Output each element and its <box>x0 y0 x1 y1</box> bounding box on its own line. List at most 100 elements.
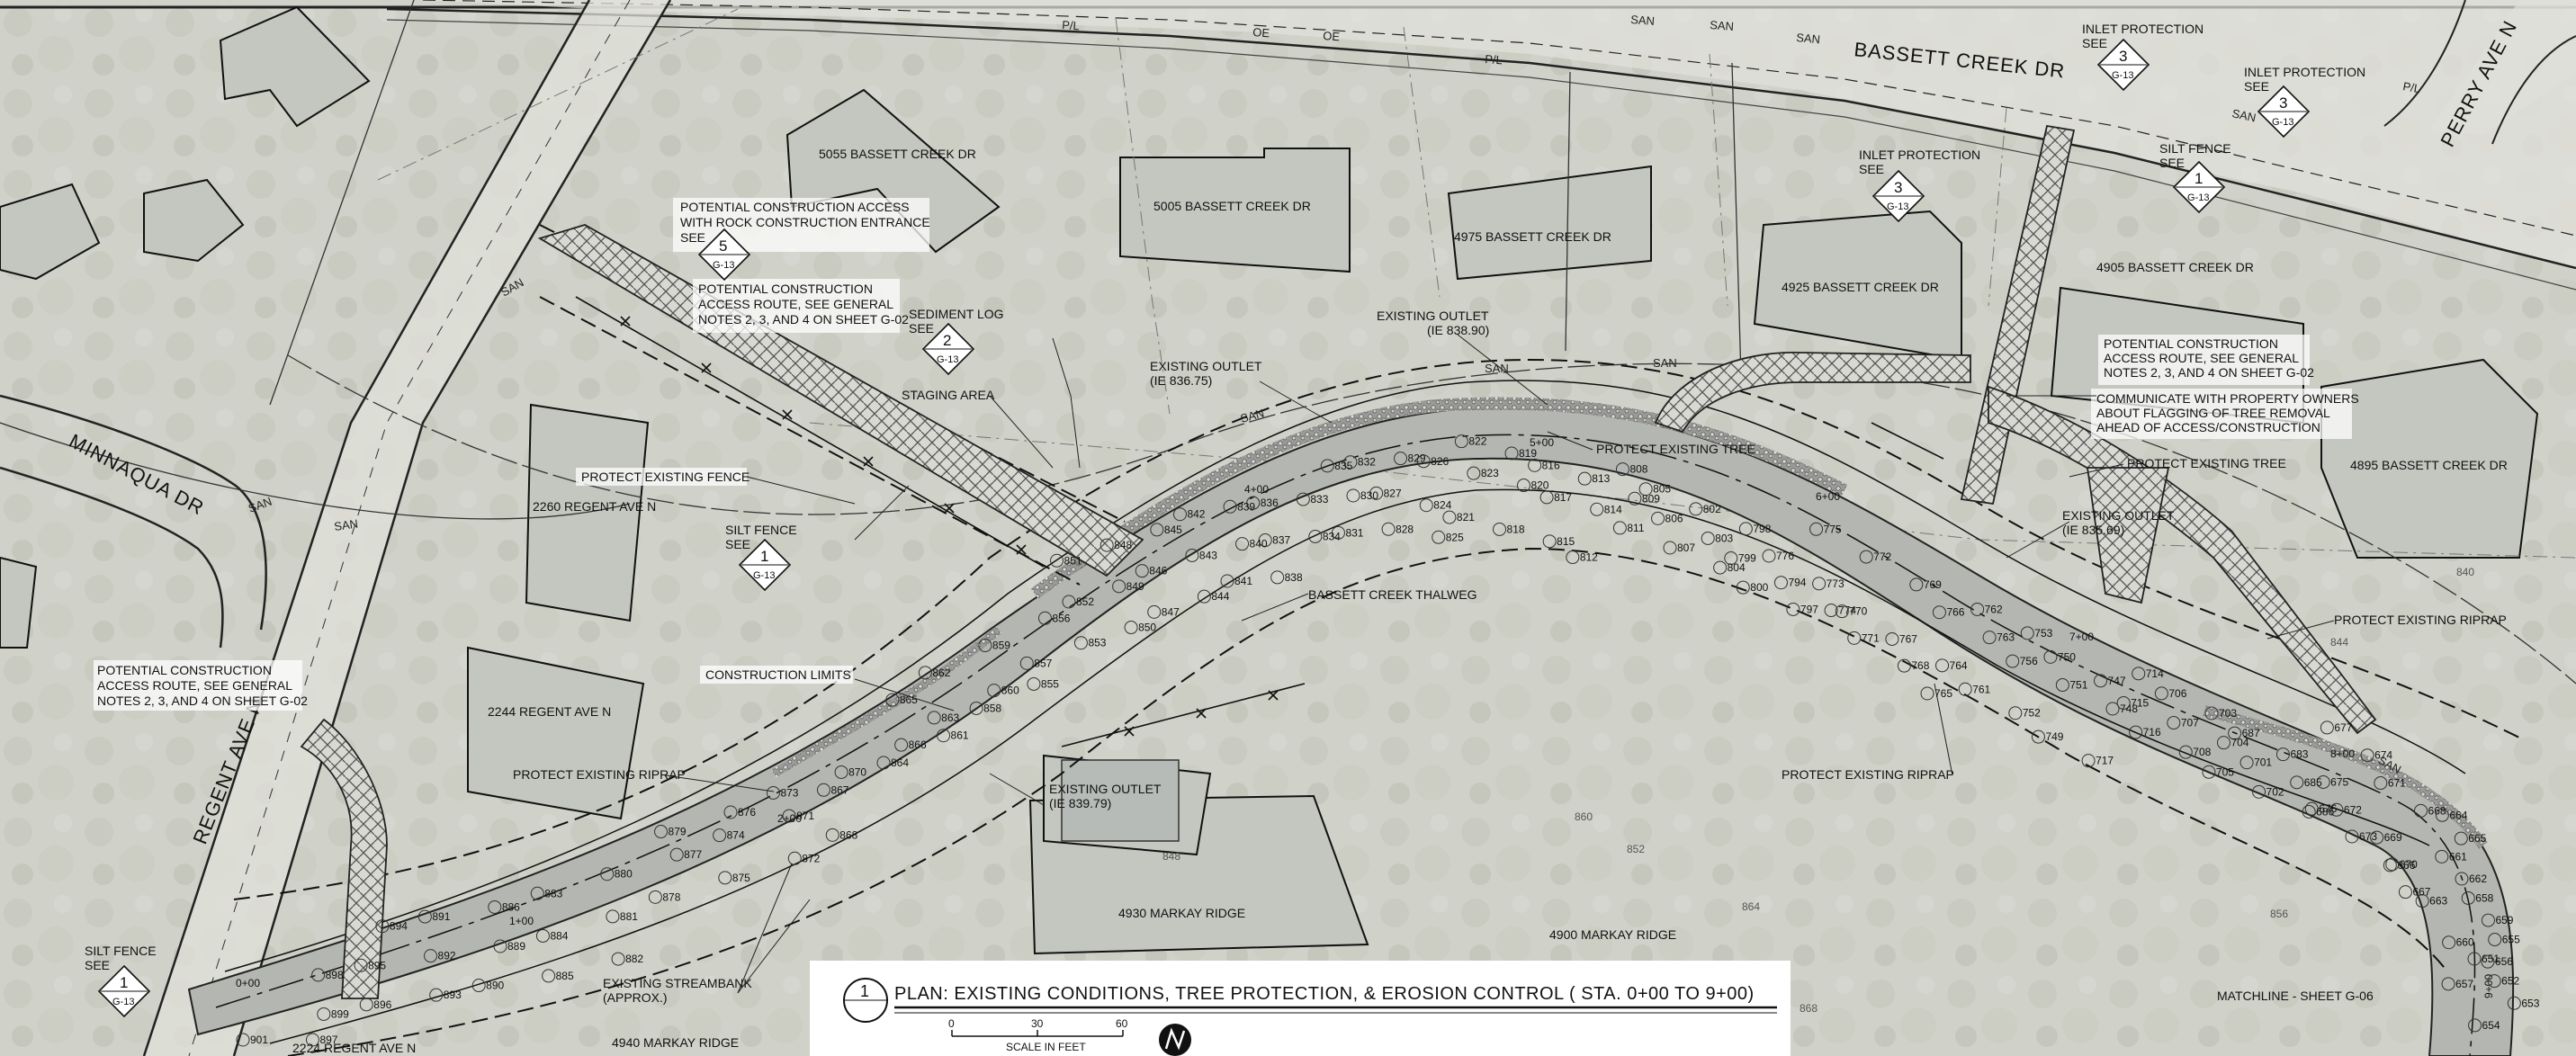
tree-number-label: 798 <box>1753 523 1771 535</box>
utility-san-label: SAN <box>1239 406 1266 425</box>
tree-marker: 820 <box>1516 479 1549 493</box>
tree-symbol-icon <box>1689 502 1703 516</box>
tree-symbol-icon <box>1786 602 1800 616</box>
tree-symbol-icon <box>1147 604 1162 619</box>
tree-symbol-icon <box>1223 499 1237 514</box>
tree-symbol-icon <box>1612 521 1627 535</box>
contour-label: 864 <box>1742 900 1760 913</box>
tree-number-label: 879 <box>669 826 687 838</box>
tree-symbol-icon <box>1296 492 1310 506</box>
tree-marker: 822 <box>1454 434 1487 449</box>
tree-marker: 716 <box>2129 725 2161 739</box>
tree-number-label: 716 <box>2143 726 2161 738</box>
tree-number-label: 876 <box>738 806 756 819</box>
tree-number-label: 829 <box>1408 452 1426 465</box>
tree-marker: 675 <box>2316 774 2349 789</box>
tree-marker: 658 <box>2461 890 2494 905</box>
tree-marker: 851 <box>1050 553 1082 568</box>
tree-marker: 683 <box>2275 747 2309 762</box>
tree-symbol-icon <box>471 979 486 993</box>
tree-symbol-icon <box>2129 725 2143 739</box>
tree-number-label: 806 <box>1665 512 1683 524</box>
tree-marker: 655 <box>2488 933 2520 947</box>
tree-symbol-icon <box>1970 602 1985 616</box>
contour-label: 860 <box>1575 810 1593 823</box>
detail-sheet: G-13 <box>1887 201 1908 212</box>
tree-marker: 861 <box>937 729 969 743</box>
tree-number-label: 847 <box>1162 605 1180 618</box>
tree-number-label: 802 <box>1703 503 1721 515</box>
tree-symbol-icon <box>1416 454 1431 469</box>
tree-symbol-icon <box>978 639 992 653</box>
tree-symbol-icon <box>1100 538 1114 552</box>
tree-symbol-icon <box>2031 729 2045 744</box>
utility-pl-label: P/L <box>2401 79 2421 95</box>
detail-number: 3 <box>2279 94 2287 112</box>
tree-number-label: 861 <box>951 729 969 742</box>
tree-marker: 668 <box>2414 803 2446 818</box>
tree-symbol-icon <box>2081 754 2096 768</box>
tree-marker: 901 <box>236 1033 268 1047</box>
tree-number-label: 878 <box>662 890 680 903</box>
tree-number-label: 838 <box>1285 571 1303 584</box>
tree-number-label: 892 <box>438 950 456 962</box>
tree-marker: 809 <box>1628 491 1660 506</box>
tree-marker: 672 <box>2329 802 2362 817</box>
address-2224: 2224 REGENT AVE N <box>292 1041 416 1055</box>
scale-tick: 60 <box>1116 1017 1128 1030</box>
tree-number-label: 817 <box>1554 491 1572 504</box>
tree-marker: 880 <box>600 867 633 881</box>
tree-symbol-icon <box>606 909 620 924</box>
tree-marker: 881 <box>606 909 638 924</box>
tree-symbol-icon <box>1590 502 1604 516</box>
tree-symbol-icon <box>1932 605 1946 620</box>
tree-number-label: 833 <box>1310 493 1328 506</box>
tree-marker: 766 <box>1932 605 1965 620</box>
tree-symbol-icon <box>1958 682 1972 696</box>
tree-number-label: 753 <box>2034 627 2052 640</box>
tree-symbol-icon <box>2398 885 2412 899</box>
tree-symbol-icon <box>987 684 1001 698</box>
tree-marker: 705 <box>2202 765 2234 779</box>
callout-access-route-2b: ACCESS ROUTE, SEE GENERAL <box>97 678 292 693</box>
detail-number: 1 <box>2195 170 2203 187</box>
tree-number-label: 870 <box>848 765 866 778</box>
tree-marker: 661 <box>2435 849 2467 864</box>
tree-number-label: 816 <box>1542 459 1560 471</box>
tree-symbol-icon <box>1394 452 1408 466</box>
tree-symbol-icon <box>1566 550 1580 565</box>
callout-silt-fence-1a: SILT FENCE <box>725 523 797 537</box>
tree-marker: 840 <box>1235 537 1268 551</box>
tree-marker: 865 <box>885 693 918 707</box>
tree-number-label: 767 <box>1899 632 1917 645</box>
tree-marker: 660 <box>2442 935 2474 950</box>
tree-marker: 827 <box>1369 486 1402 500</box>
tree-marker: 653 <box>2507 996 2540 1010</box>
tree-marker: 878 <box>648 890 681 904</box>
tree-marker: 892 <box>424 949 456 963</box>
tree-marker: 848 <box>1100 538 1133 552</box>
tree-marker: 774 <box>1824 604 1856 618</box>
tree-symbol-icon <box>2275 747 2290 762</box>
tree-number-label: 772 <box>1873 550 1891 563</box>
tree-number-label: 853 <box>1088 637 1106 649</box>
tree-number-label: 895 <box>368 959 386 971</box>
tree-symbol-icon <box>542 969 556 983</box>
tree-symbol-icon <box>317 1007 331 1021</box>
tree-symbol-icon <box>2488 933 2502 947</box>
tree-number-label: 839 <box>1237 500 1255 513</box>
tree-marker: 839 <box>1223 499 1255 514</box>
station-label: 7+00 <box>2069 631 2094 643</box>
tree-symbol-icon <box>1493 522 1507 536</box>
contour-label: 848 <box>1162 850 1180 863</box>
tree-symbol-icon <box>1809 522 1824 536</box>
callout-existing-outlet-1b: (IE 836.75) <box>1150 373 1212 388</box>
tree-marker: 673 <box>2345 829 2377 844</box>
tree-number-label: 877 <box>684 848 702 861</box>
detail-ref-inlet-1: 3 G-13 <box>2096 38 2150 92</box>
tree-number-label: 708 <box>2193 746 2211 758</box>
tree-number-label: 707 <box>2181 717 2199 729</box>
tree-symbol-icon <box>1542 534 1557 549</box>
tree-symbol-icon <box>1073 636 1088 650</box>
plan-number: 1 <box>860 982 869 1000</box>
